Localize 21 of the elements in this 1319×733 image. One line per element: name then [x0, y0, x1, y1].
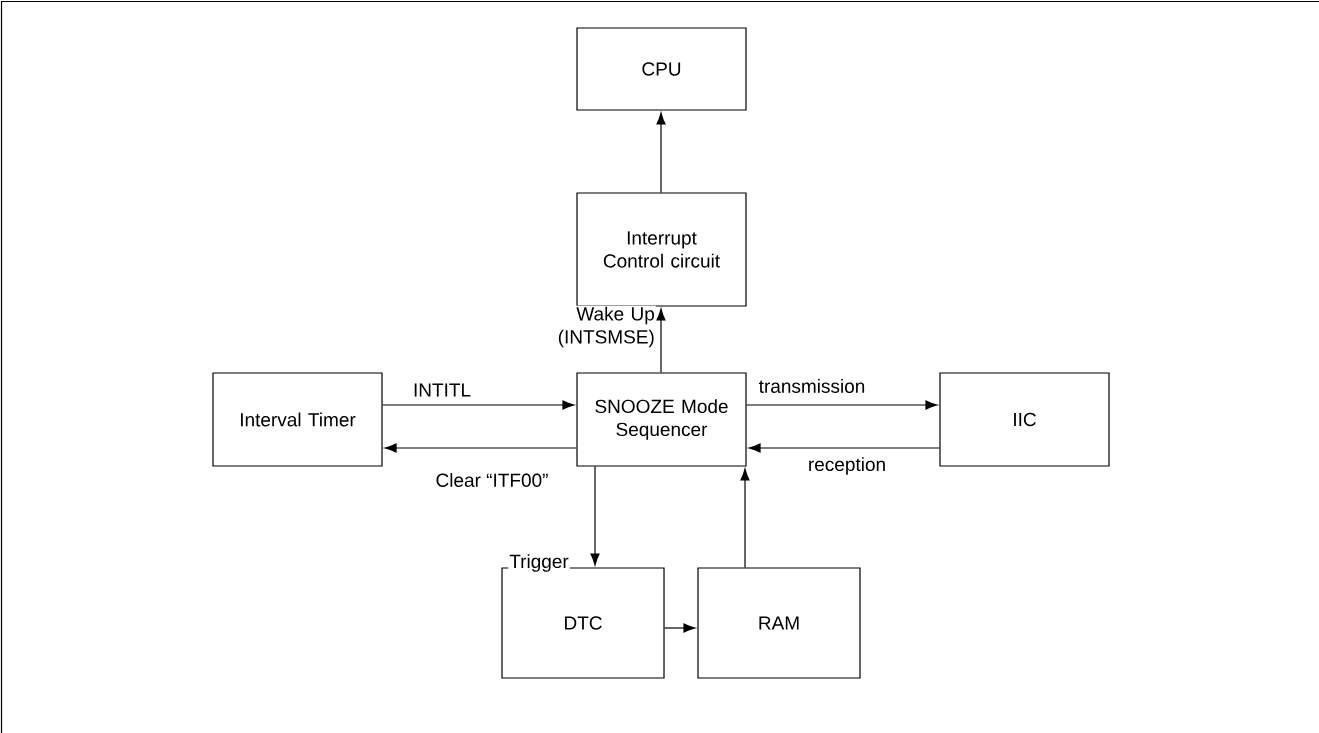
arrow — [590, 466, 600, 566]
arrow — [748, 443, 940, 453]
arrow — [382, 400, 575, 410]
block-box: Interval Timer — [212, 372, 383, 467]
edge-label: Trigger — [508, 553, 570, 573]
arrow — [664, 623, 696, 633]
edge-label: reception — [806, 456, 888, 476]
edge-label: Clear “ITF00” — [434, 472, 550, 488]
arrow — [740, 468, 750, 568]
block-box: Interrupt Control circuit — [576, 192, 747, 307]
block-box: RAM — [697, 567, 861, 679]
arrow — [656, 112, 666, 193]
edge-label: INTITL — [412, 382, 473, 398]
block-box: SNOOZE Mode Sequencer — [576, 372, 747, 467]
arrow — [656, 308, 666, 373]
block-box: CPU — [576, 27, 747, 111]
edge-label: Wake Up (INTSMSE) — [548, 305, 656, 349]
edge-label: transmission — [757, 378, 867, 394]
block-box: IIC — [939, 372, 1110, 467]
arrow — [746, 400, 938, 410]
arrow — [384, 443, 577, 453]
